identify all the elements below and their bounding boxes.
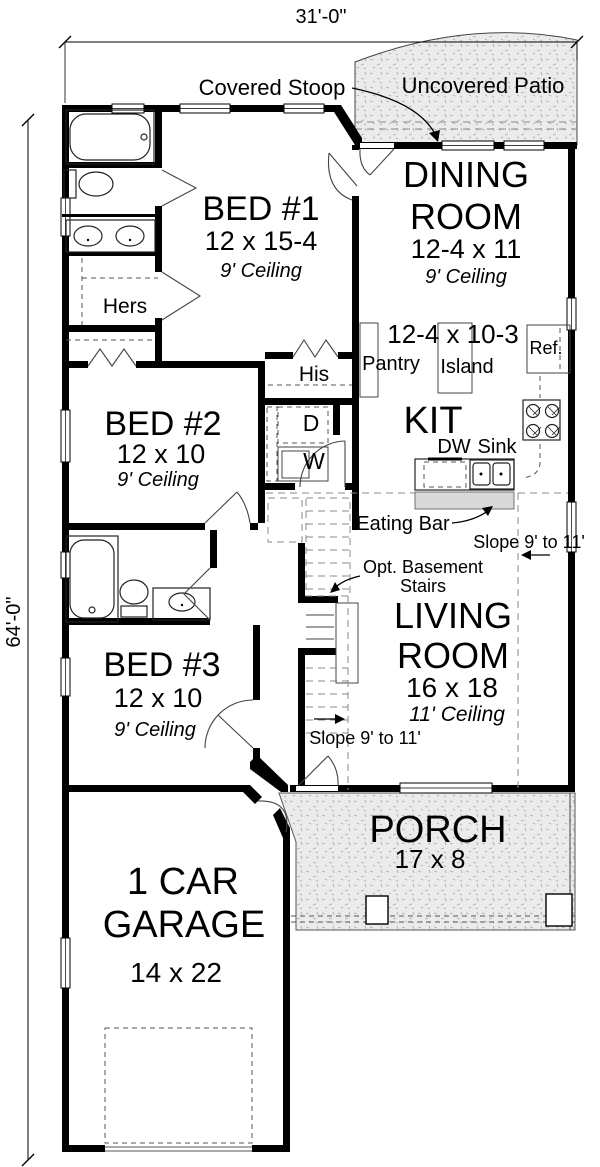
bed2-ceiling: 9' Ceiling xyxy=(117,469,199,491)
porch-name: PORCH xyxy=(369,809,506,851)
closet-door xyxy=(161,271,202,321)
window xyxy=(60,409,71,463)
dryer-icon xyxy=(277,406,329,444)
entry-door-dining xyxy=(359,148,371,176)
kitchen-name: KIT xyxy=(403,400,462,442)
vanity-double-sink xyxy=(65,219,156,253)
closets xyxy=(66,338,352,386)
master-bath xyxy=(63,109,198,253)
garage-name-1: 1 CAR xyxy=(127,861,239,903)
uncovered-patio-label: Uncovered Patio xyxy=(402,73,565,98)
bed3-door xyxy=(204,699,254,749)
garage-details xyxy=(104,1027,253,1152)
dining-name-1: DINING xyxy=(403,154,529,195)
basement-stairs xyxy=(305,497,359,734)
window xyxy=(179,103,231,114)
bed3-size: 12 x 10 xyxy=(114,683,203,713)
dining-size: 12-4 x 11 xyxy=(411,234,522,264)
his-label: His xyxy=(299,363,329,386)
eating-bar-label: Eating Bar xyxy=(356,513,450,535)
living-size: 16 x 18 xyxy=(406,672,498,703)
bed1-door xyxy=(327,152,353,201)
bath-door xyxy=(183,567,211,621)
garage-size: 14 x 22 xyxy=(130,957,222,988)
bed3-name: BED #3 xyxy=(103,646,220,684)
uncovered-patio-area xyxy=(354,32,578,146)
slope-label-bottom: Slope 9' to 11' xyxy=(309,728,421,748)
toilet-icon xyxy=(119,579,149,618)
washer-label: W xyxy=(303,448,325,474)
dining-ceiling: 9' Ceiling xyxy=(425,266,507,288)
kitchen-fixtures xyxy=(359,322,571,510)
bed1-size: 12 x 15-4 xyxy=(205,226,318,256)
bathtub-icon xyxy=(65,109,155,165)
hers-closet xyxy=(81,258,202,325)
sink-label: Sink xyxy=(478,436,518,458)
island-cabinet xyxy=(437,322,473,394)
window xyxy=(441,140,495,151)
slope-label-top: Slope 9' to 11' xyxy=(473,532,585,552)
interior-walls xyxy=(62,108,359,792)
window xyxy=(566,297,577,331)
bifold-door xyxy=(87,348,137,367)
ref-label: Ref. xyxy=(529,338,562,358)
bath-door xyxy=(161,169,198,207)
opt-stairs-label-1: Opt. Basement xyxy=(363,557,483,577)
bed3-ceiling: 9' Ceiling xyxy=(114,719,196,741)
porch-size: 17 x 8 xyxy=(395,844,466,874)
annotation-arrows xyxy=(314,87,550,724)
porch-area xyxy=(278,792,576,931)
bifold-door xyxy=(292,338,339,359)
laundry-closet xyxy=(266,406,346,488)
opt-stairs-label-2: Stairs xyxy=(400,576,446,596)
bathtub-icon xyxy=(65,535,119,623)
dw-label: DW xyxy=(437,436,470,458)
bed1-name: BED #1 xyxy=(202,190,319,228)
pantry-label: Pantry xyxy=(362,353,420,375)
porch-column xyxy=(545,893,573,927)
pantry-cabinet xyxy=(359,322,379,398)
window xyxy=(60,937,71,989)
toilet-icon xyxy=(63,169,114,199)
window xyxy=(399,782,493,794)
dryer-label: D xyxy=(303,410,320,436)
island-label: Island xyxy=(440,356,493,378)
bed2-size: 12 x 10 xyxy=(117,439,206,469)
second-bath xyxy=(65,535,211,623)
bed2-door xyxy=(236,491,251,524)
covered-stoop-label: Covered Stoop xyxy=(199,75,346,100)
dimension-lines xyxy=(21,35,584,1167)
porch-column xyxy=(365,895,389,925)
eating-bar-counter xyxy=(414,491,515,510)
window xyxy=(566,501,577,553)
dimension-width: 31'-0" xyxy=(296,6,347,28)
kitchen-size: 12-4 x 10-3 xyxy=(387,319,519,349)
eating-bar-arrow xyxy=(451,509,490,524)
vanity-sink xyxy=(152,587,211,621)
window xyxy=(60,657,71,697)
stoop-arrow xyxy=(351,87,437,137)
laundry-door xyxy=(299,440,346,488)
bed1-ceiling: 9' Ceiling xyxy=(220,260,302,282)
window xyxy=(283,103,325,114)
stove-icon xyxy=(522,399,561,441)
sink-icon xyxy=(469,459,515,490)
bed2-name: BED #2 xyxy=(104,405,221,443)
washer-icon xyxy=(277,446,329,482)
refrigerator-icon xyxy=(526,324,571,374)
living-ceiling: 11' Ceiling xyxy=(409,703,505,726)
living-name-1: LIVING xyxy=(394,595,512,636)
garage-name-2: GARAGE xyxy=(103,904,266,946)
hers-label: Hers xyxy=(103,295,147,318)
window xyxy=(111,103,145,114)
dimension-depth: 64'-0" xyxy=(3,597,25,648)
front-door xyxy=(327,755,339,787)
doors xyxy=(204,143,395,833)
garage-side-door xyxy=(257,800,288,833)
dining-name-2: ROOM xyxy=(410,196,522,237)
living-name-2: ROOM xyxy=(397,635,509,676)
window xyxy=(503,140,545,151)
